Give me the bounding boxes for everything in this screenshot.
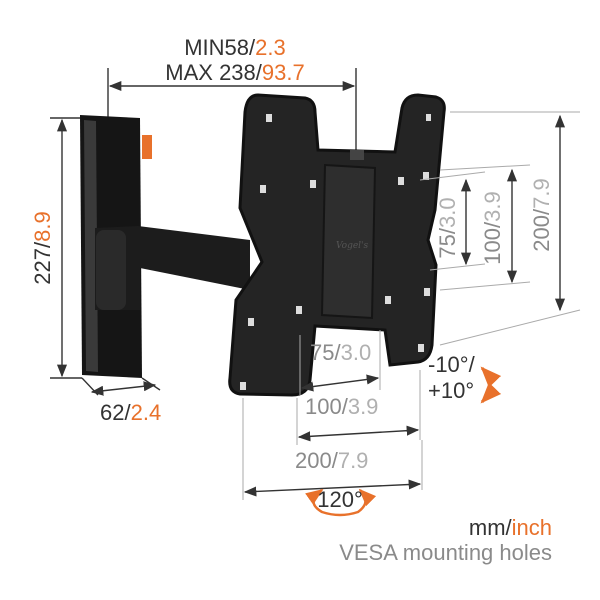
vesa-legend: VESA mounting holes bbox=[339, 540, 552, 565]
wall-plate-highlight bbox=[84, 120, 98, 372]
vesa-h-75-label: 75/3.0 bbox=[310, 340, 371, 365]
bracket-latch bbox=[350, 150, 364, 160]
tilt-minus-label: -10°/ bbox=[428, 352, 476, 377]
vesa-horizontal-dimensions bbox=[242, 330, 423, 500]
vesa-v-75-label: 75/3.0 bbox=[435, 197, 460, 258]
vesa-h-200-label: 200/7.9 bbox=[295, 448, 368, 473]
vesa-v-200-label: 200/7.9 bbox=[529, 178, 554, 251]
vesa-h-100-label: 100/3.9 bbox=[305, 394, 378, 419]
orange-release-tab bbox=[142, 135, 152, 159]
swivel-label: 120° bbox=[317, 487, 363, 512]
min-distance-label: MIN58/2.3 bbox=[184, 35, 286, 60]
vesa-vertical-dimensions bbox=[419, 111, 581, 346]
tilt-plus-label: +10° bbox=[428, 378, 474, 403]
vesa-holes bbox=[240, 114, 431, 390]
vesa-v-100-label: 100/3.9 bbox=[480, 191, 505, 264]
max-distance-label: MAX 238/93.7 bbox=[165, 60, 304, 85]
extension-line bbox=[81, 377, 99, 396]
swivel-arrow-icon bbox=[305, 488, 377, 517]
height-label: 227/8.9 bbox=[30, 211, 55, 284]
swing-arm bbox=[95, 226, 250, 310]
depth-arrow bbox=[90, 381, 157, 396]
extension-line bbox=[141, 377, 161, 391]
tilt-arrow-icon bbox=[480, 366, 502, 404]
brand-logo: Vogel's bbox=[336, 241, 369, 251]
arm-hinge bbox=[96, 230, 126, 310]
units-legend: mm/inch bbox=[469, 515, 552, 540]
depth-label: 62/2.4 bbox=[100, 400, 161, 425]
bracket-center-panel bbox=[320, 163, 377, 320]
